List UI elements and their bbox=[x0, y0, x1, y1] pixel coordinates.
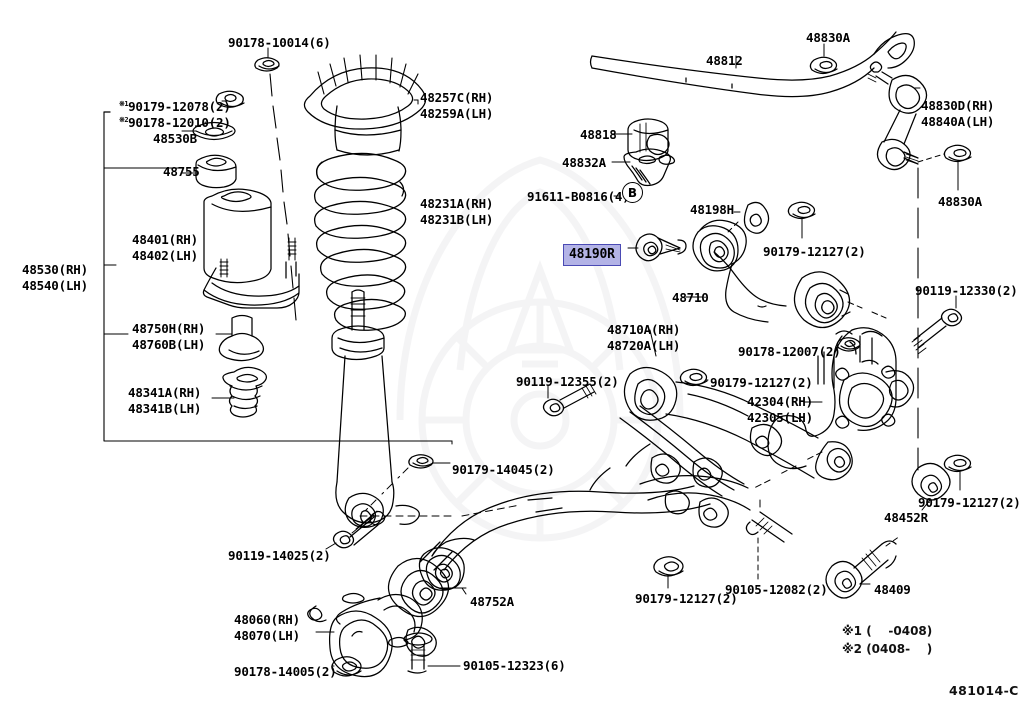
part-label-48750hrh[interactable]: 48750H(RH) 48760B(LH) bbox=[132, 321, 206, 352]
part-label-48257crh[interactable]: 48257C(RH) 48259A(LH) bbox=[420, 90, 494, 121]
part-label-48830a[interactable]: 48830A bbox=[806, 30, 850, 45]
part-label-48830drh[interactable]: 48830D(RH) 48840A(LH) bbox=[921, 98, 995, 129]
highlighted-part-48190R[interactable]: 48190R bbox=[563, 244, 621, 266]
part-label-48710[interactable]: 48710 bbox=[672, 290, 709, 305]
part-label-48710arh[interactable]: 48710A(RH) 48720A(LH) bbox=[607, 322, 681, 353]
part-label-48231arh[interactable]: 48231A(RH) 48231B(LH) bbox=[420, 196, 494, 227]
part-label-90179121272[interactable]: 90179-12127(2) bbox=[918, 495, 1021, 510]
part-label-90179121272[interactable]: 90179-12127(2) bbox=[710, 375, 813, 390]
part-label-48752a[interactable]: 48752A bbox=[470, 594, 514, 609]
footnote-2: ※2 (0408- ) bbox=[842, 642, 933, 656]
part-label-48755[interactable]: 48755 bbox=[163, 164, 200, 179]
part-label-90179140452[interactable]: 90179-14045(2) bbox=[452, 462, 555, 477]
part-label-48409[interactable]: 48409 bbox=[874, 582, 911, 597]
part-label-90178120072[interactable]: 90178-12007(2) bbox=[738, 344, 841, 359]
part-label-90178140052[interactable]: 90178-14005(2) bbox=[234, 664, 337, 679]
part-label-48341arh[interactable]: 48341A(RH) 48341B(LH) bbox=[128, 385, 202, 416]
part-label-48401rh[interactable]: 48401(RH) 48402(LH) bbox=[132, 232, 198, 263]
part-label-90179121272[interactable]: 90179-12127(2) bbox=[635, 591, 738, 606]
part-label-48060rh[interactable]: 48060(RH) 48070(LH) bbox=[234, 612, 300, 643]
part-label-90105120822[interactable]: 90105-12082(2) bbox=[725, 582, 828, 597]
part-label-90119123552[interactable]: 90119-12355(2) bbox=[516, 374, 619, 389]
footnote-marker: ※2 bbox=[119, 116, 129, 124]
footnote-marker: ※1 bbox=[119, 100, 129, 108]
part-label-91611b08164[interactable]: 91611-B0816(4) bbox=[527, 189, 630, 204]
part-label-48530rh[interactable]: 48530(RH) 48540(LH) bbox=[22, 262, 88, 293]
circled-ref-b: B bbox=[622, 182, 643, 203]
part-label-90178100146[interactable]: 90178-10014(6) bbox=[228, 35, 331, 50]
part-label-48830a[interactable]: 48830A bbox=[938, 194, 982, 209]
part-label-42304rh[interactable]: 42304(RH) 42305(LH) bbox=[747, 394, 813, 425]
part-label-90179121272[interactable]: 90179-12127(2) bbox=[763, 244, 866, 259]
part-label-48818[interactable]: 48818 bbox=[580, 127, 617, 142]
part-label-48198h[interactable]: 48198H bbox=[690, 202, 734, 217]
part-label-48812[interactable]: 48812 bbox=[706, 53, 743, 68]
part-label-48832a[interactable]: 48832A bbox=[562, 155, 606, 170]
part-label-90179120782[interactable]: ※190179-12078(2) bbox=[119, 99, 231, 115]
diagram-doc-id: 481014-C bbox=[949, 683, 1019, 698]
part-label-48530b[interactable]: 48530B bbox=[153, 131, 197, 146]
part-label-90119140252[interactable]: 90119-14025(2) bbox=[228, 548, 331, 563]
footnote-1: ※1 ( -0408) bbox=[842, 624, 933, 638]
part-label-48452r[interactable]: 48452R bbox=[884, 510, 928, 525]
part-label-90105123236[interactable]: 90105-12323(6) bbox=[463, 658, 566, 673]
part-label-90119123302[interactable]: 90119-12330(2) bbox=[915, 283, 1018, 298]
part-label-90178120102[interactable]: ※290178-12010(2) bbox=[119, 115, 231, 131]
